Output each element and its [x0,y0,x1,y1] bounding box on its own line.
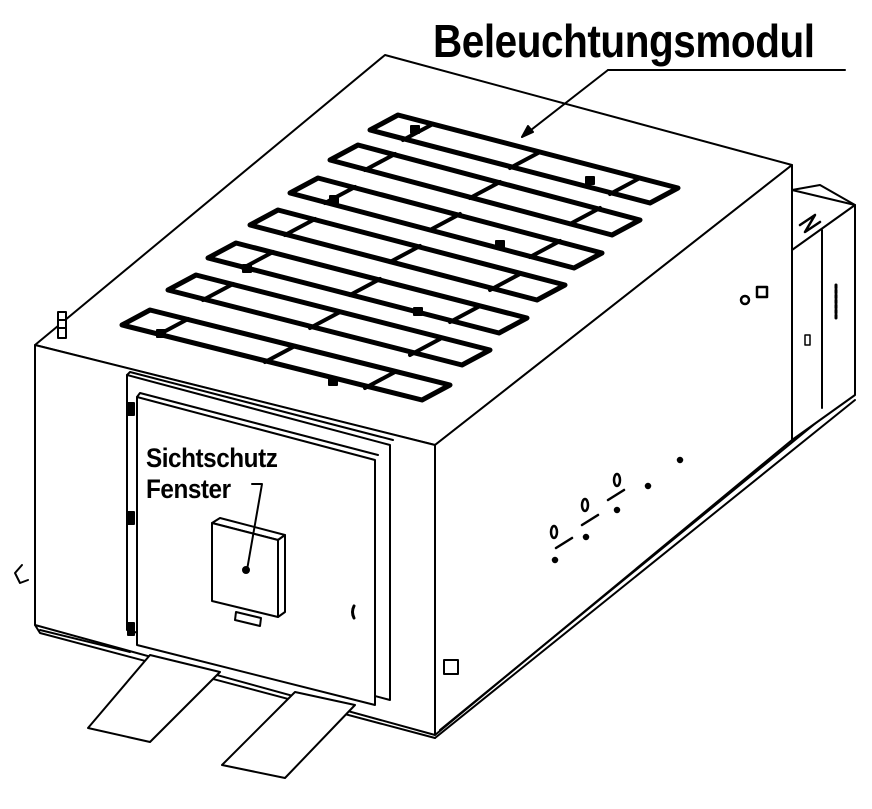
privacy-window-box [211,517,286,627]
side-cabinet [791,184,856,441]
privacy-window-label-line2: Fenster [146,474,231,504]
front-door [126,371,394,706]
callout-leaders [246,69,846,571]
ramps [87,654,356,779]
lighting-module-array [119,112,681,403]
signal-light-tower [57,311,67,339]
privacy-window-label-line1: Sichtschutz [146,443,278,473]
left-latch [14,564,29,584]
side-fittings [443,285,769,675]
lighting-module-label: Beleuchtungsmodul [433,15,815,67]
